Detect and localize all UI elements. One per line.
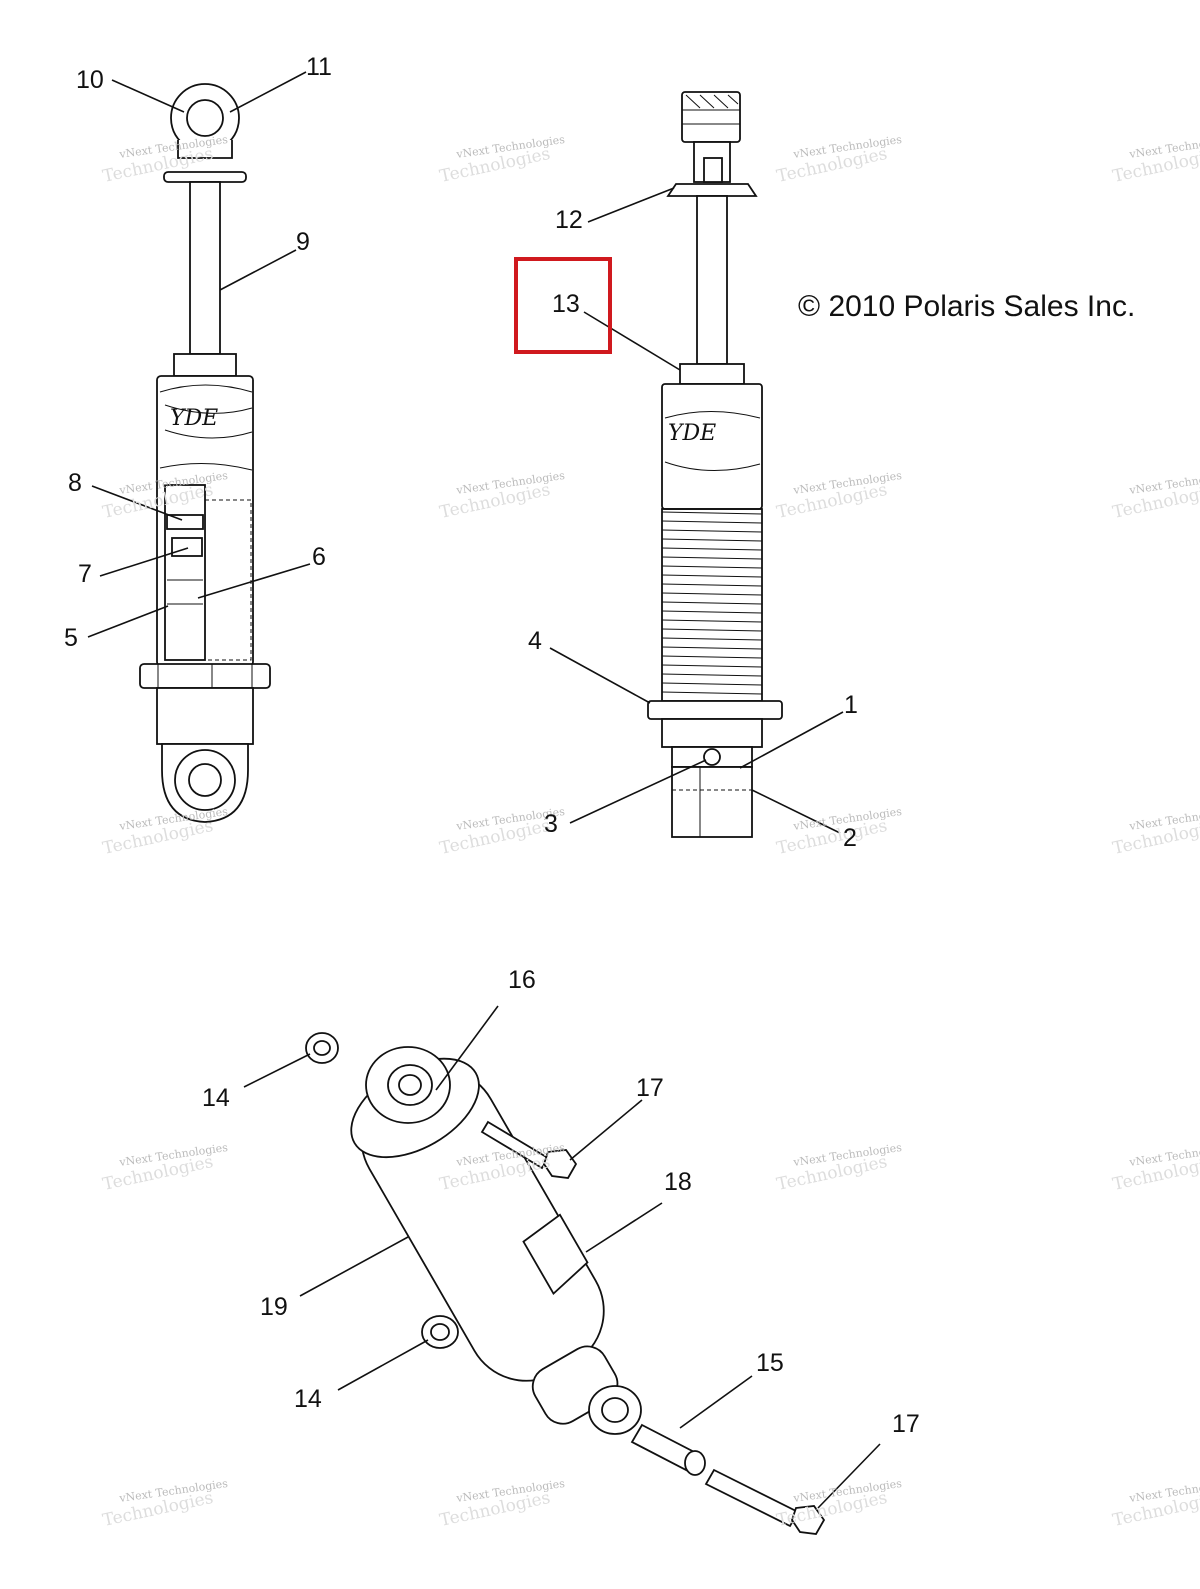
svg-text:YDE: YDE [170,406,218,431]
callout-17-lower: 17 [892,1410,920,1438]
callout-13: 13 [552,290,580,318]
svg-text:YDE: YDE [668,421,716,446]
callout-17-upper: 17 [636,1074,664,1102]
spring-coil [661,520,763,524]
spring-coil [661,628,763,632]
callout-18: 18 [664,1168,692,1196]
callout-11: 11 [306,53,332,81]
spring-coil [661,610,763,614]
callout-14-upper: 14 [202,1084,230,1112]
spring-coil [661,574,763,578]
callout-9: 9 [296,228,310,256]
exploded-shock-assembly [305,1032,826,1535]
spring-coil [661,592,763,596]
callout-10: 10 [76,66,104,94]
spring-coil [661,646,763,650]
callout-7: 7 [78,560,92,588]
callout-14-lower: 14 [294,1385,322,1413]
spring-coil [661,538,763,542]
callout-16: 16 [508,966,536,994]
spring-coil [661,565,763,569]
spring-coil [661,691,763,695]
callout-8: 8 [68,469,82,497]
right-shock-exterior: YDE [647,91,783,838]
spring-coil [661,511,763,515]
highlight-box [514,257,612,354]
spring-coil [661,664,763,668]
spring-coil [661,601,763,605]
spring-coil [661,529,763,533]
callout-6: 6 [312,543,326,571]
callout-12: 12 [555,206,583,234]
callout-1: 1 [844,691,858,719]
callout-4: 4 [528,627,542,655]
spring-coil [661,673,763,677]
spring-coil [661,637,763,641]
callout-3: 3 [544,810,558,838]
spring-coil [661,619,763,623]
spring-coil [661,583,763,587]
leader-lines [87,71,881,1509]
spring-coil [661,655,763,659]
callout-2: 2 [843,824,857,852]
spring-coil [661,547,763,551]
copyright-notice: © 2010 Polaris Sales Inc. [798,290,1135,323]
callout-19: 19 [260,1293,288,1321]
callout-labels: 10 11 9 8 7 6 5 12 13 4 1 3 2 16 14 17 1… [64,53,920,1438]
callout-15: 15 [756,1349,784,1377]
spring-coil [661,682,763,686]
spring-coil [661,556,763,560]
left-shock-cutaway: YDE [139,83,271,823]
callout-5: 5 [64,624,78,652]
